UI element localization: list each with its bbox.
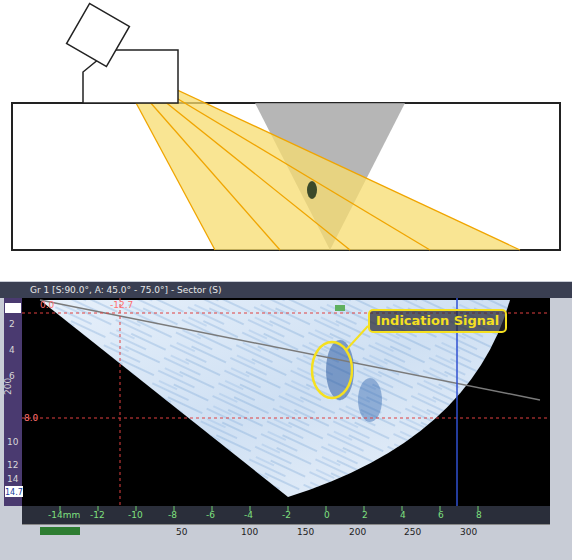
index-tick: -14mm — [48, 510, 80, 521]
index-tick: -12 — [90, 510, 105, 521]
sector-image — [30, 295, 530, 505]
depth-tick: 14 — [7, 474, 18, 485]
probe — [67, 4, 130, 67]
indication-ring — [312, 342, 352, 398]
callout-text: Indication Signal — [376, 313, 499, 329]
screen-header: Gr 1 [S:90.0°, A: 45.0° - 75.0°] - Secto… — [30, 285, 222, 296]
defect — [307, 181, 317, 199]
index-tick: 2 — [362, 510, 368, 521]
index-tick: -2 — [282, 510, 291, 521]
depth-end: 14.7 — [5, 487, 23, 498]
axis-value: 200 — [3, 378, 14, 395]
depth-mark: 8.0 — [24, 413, 38, 424]
scale-value: 300 — [460, 527, 477, 538]
index-tick: -6 — [206, 510, 215, 521]
index-tick: -10 — [128, 510, 143, 521]
scale-value: 200 — [349, 527, 366, 538]
index-tick: -8 — [168, 510, 177, 521]
depth-axis — [4, 298, 22, 506]
index-tick: 8 — [476, 510, 482, 521]
depth-mark: 0.0 — [40, 300, 54, 311]
index-tick: 6 — [438, 510, 444, 521]
index-axis — [22, 506, 550, 524]
index-tick: 0 — [324, 510, 330, 521]
scale-value: 50 — [176, 527, 187, 538]
header-bar — [0, 282, 572, 298]
depth-tick: 2 — [9, 319, 15, 330]
scale-value: 150 — [297, 527, 314, 538]
callout-box: Indication Signal — [368, 309, 507, 333]
depth-tick: 10 — [7, 437, 18, 448]
scale-value: 250 — [404, 527, 421, 538]
depth-tick: 12 — [7, 460, 18, 471]
index-mark: -12.7 — [110, 300, 133, 311]
scale-value: 100 — [241, 527, 258, 538]
index-tick: 4 — [400, 510, 406, 521]
depth-tick: 4 — [9, 345, 15, 356]
index-tick: -4 — [244, 510, 253, 521]
